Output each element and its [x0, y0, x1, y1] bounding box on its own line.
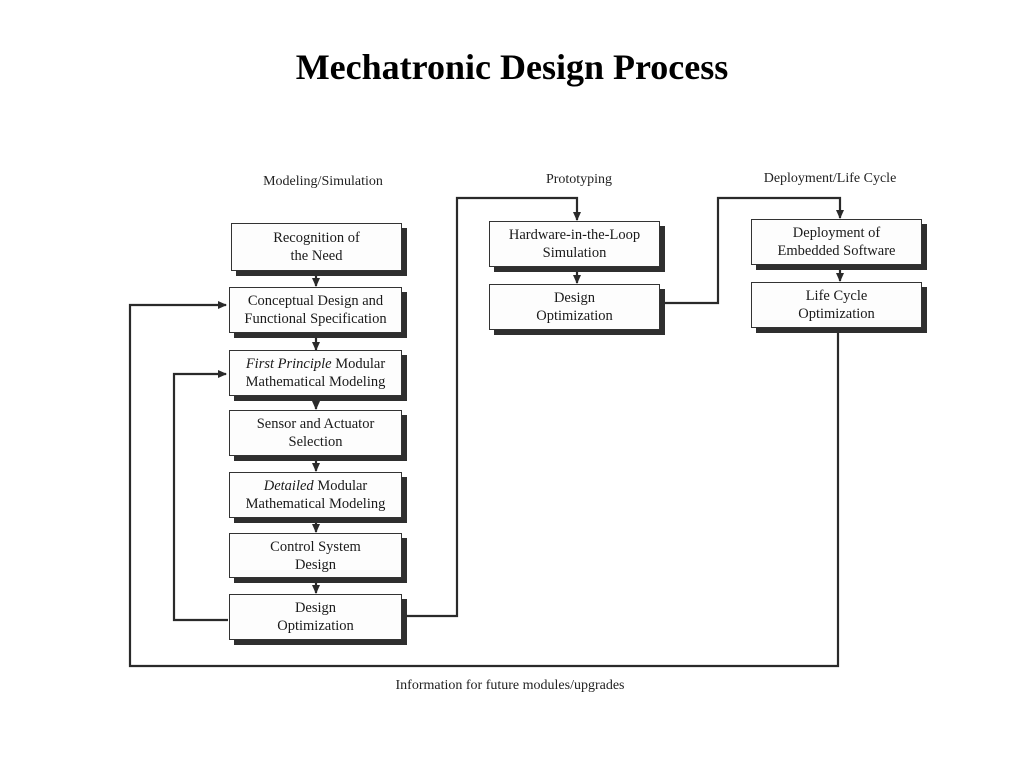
step-hardware-in-the-loop: Hardware-in-the-Loop Simulation [489, 221, 660, 267]
slide-title: Mechatronic Design Process [295, 47, 729, 87]
step-design-optimization-modeling: Design Optimization [229, 594, 402, 640]
step-label-line: Design [553, 290, 596, 306]
step-life-cycle-optimization: Life Cycle Optimization [751, 282, 922, 328]
step-label-line: Sensor and Actuator [256, 416, 375, 432]
step-label-rest: Modular [331, 356, 386, 372]
arrow-prototyping-to-deployment [660, 196, 844, 305]
step-conceptual-design: Conceptual Design and Functional Specifi… [229, 287, 402, 333]
step-control-system-design: Control System Design [229, 533, 402, 578]
step-label-line: Design [294, 556, 337, 573]
step-label-emphasis: Detailed [263, 478, 314, 494]
column-label-modeling: Modeling/Simulation [263, 174, 383, 189]
step-sensor-actuator-selection: Sensor and Actuator Selection [229, 410, 402, 456]
step-label-line: Mathematical Modeling [245, 496, 386, 512]
step-design-optimization-prototyping: Design Optimization [489, 284, 660, 330]
step-label-line: Simulation [542, 245, 607, 261]
step-label-rest: Modular [313, 478, 368, 494]
step-label-line: Detailed Modular [264, 477, 368, 495]
step-label-line: Selection [288, 434, 343, 450]
step-label-line: Life Cycle [805, 288, 868, 304]
step-label-line: Optimization [536, 308, 613, 324]
step-label-line: Mathematical Modeling [245, 374, 386, 390]
step-label-line: Design [294, 600, 337, 616]
step-label-line: Functional Specification [244, 311, 387, 327]
step-label-line: Control System [270, 538, 361, 555]
step-label-line: Conceptual Design and [247, 293, 384, 309]
step-label-line: Embedded Software [777, 243, 896, 259]
feedback-loop-label: Information for future modules/upgrades [395, 678, 625, 693]
step-label-line: the Need [290, 248, 343, 264]
step-label-line: Optimization [798, 306, 875, 322]
step-detailed-modeling: Detailed Modular Mathematical Modeling [229, 472, 402, 518]
column-label-prototyping: Prototyping [545, 172, 613, 187]
step-label-line: Hardware-in-the-Loop [508, 227, 641, 243]
arrow-design-opt-loop-to-first-principle [172, 370, 228, 622]
column-label-deployment: Deployment/Life Cycle [763, 171, 897, 186]
arrow-future-info-feedback [128, 301, 840, 668]
step-deployment-embedded-software: Deployment of Embedded Software [751, 219, 922, 265]
step-first-principle-modeling: First Principle Modular Mathematical Mod… [229, 350, 402, 396]
step-label-line: First Principle Modular [246, 355, 385, 373]
step-label-line: Optimization [277, 618, 354, 634]
step-recognition-of-need: Recognition of the Need [231, 223, 402, 271]
step-label-line: Recognition of [273, 230, 360, 246]
step-label-line: Deployment of [792, 225, 881, 241]
step-label-emphasis: First Principle [245, 356, 332, 372]
arrow-modeling-to-prototyping [404, 196, 581, 618]
